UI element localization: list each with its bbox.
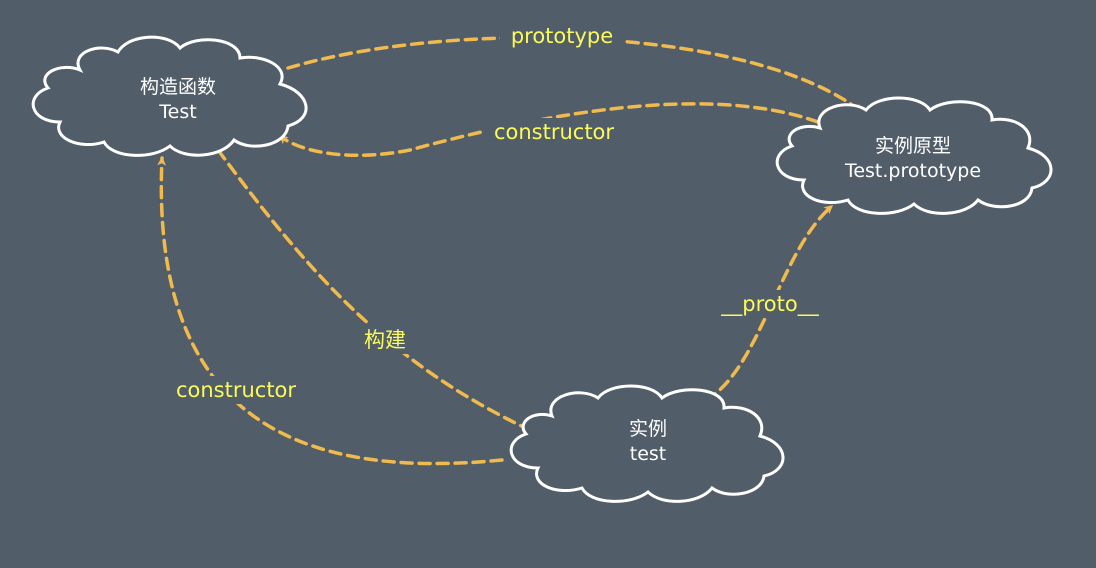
- edge-label-prototype-text: prototype: [511, 24, 613, 48]
- cloud-shape: [509, 384, 785, 503]
- edge-constructor-top: [278, 102, 820, 158]
- edge-label-constructor-left-text: constructor: [176, 378, 296, 402]
- node-constructor-function-title: 构造函数: [140, 76, 216, 98]
- edge-constructor-left: [157, 156, 504, 466]
- node-prototype-object-name: Test.prototype: [844, 160, 981, 182]
- node-instance-title: 实例: [629, 418, 667, 440]
- node-instance[interactable]: 实例 test: [509, 384, 785, 503]
- edge-label-proto: __proto__: [712, 290, 828, 318]
- edge-label-proto-text: __proto__: [720, 292, 819, 317]
- edge-build: [216, 148, 532, 432]
- edge-label-prototype: prototype: [500, 22, 624, 50]
- cloud-shape: [31, 35, 308, 157]
- cloud-shape: [775, 96, 1053, 215]
- edge-label-build: 构建: [356, 324, 414, 354]
- edge-label-build-text: 构建: [364, 328, 406, 352]
- node-prototype-object[interactable]: 实例原型 Test.prototype: [775, 96, 1053, 215]
- edge-label-constructor-left: constructor: [166, 376, 306, 404]
- node-prototype-object-title: 实例原型: [875, 135, 951, 157]
- edge-label-constructor-top-text: constructor: [494, 120, 614, 144]
- edge-label-constructor-top: constructor: [484, 118, 624, 146]
- node-constructor-function-name: Test: [158, 101, 196, 123]
- node-constructor-function[interactable]: 构造函数 Test: [31, 35, 308, 157]
- node-instance-name: test: [630, 443, 667, 465]
